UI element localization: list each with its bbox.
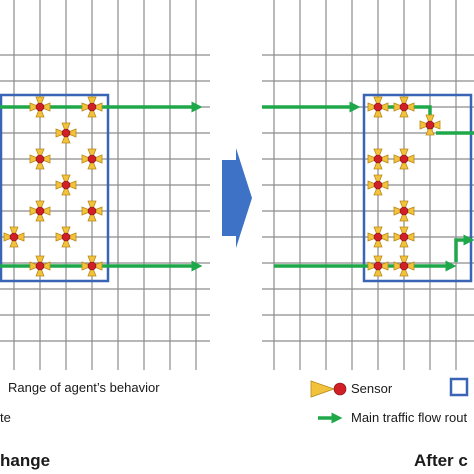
sensor-icon xyxy=(29,148,51,170)
sensor-icon xyxy=(81,200,103,222)
sensor-icon xyxy=(55,226,77,248)
legend-sensor-label: Sensor xyxy=(351,381,393,396)
sensor-icon xyxy=(367,96,389,118)
sensors-left xyxy=(3,96,103,277)
legend-sensor-icon xyxy=(310,380,347,398)
range-box-right xyxy=(362,93,473,283)
before-change-panel xyxy=(0,0,210,370)
sensor-icon xyxy=(367,174,389,196)
caption-before-change: hange xyxy=(0,451,51,470)
sensor-icon xyxy=(81,255,103,277)
sensor-icon xyxy=(29,96,51,118)
sensor-icon xyxy=(81,148,103,170)
sensor-icon xyxy=(81,96,103,118)
sensor-icon xyxy=(367,148,389,170)
sensor-icon xyxy=(393,200,415,222)
road-grid-left xyxy=(0,0,210,370)
sensor-icon xyxy=(393,255,415,277)
sensor-icon xyxy=(393,226,415,248)
sensor-icon xyxy=(393,96,415,118)
sensor-icon xyxy=(29,200,51,222)
caption-after-change: After c xyxy=(414,451,468,470)
after-change-panel xyxy=(262,0,474,370)
transition-arrow-icon xyxy=(222,148,252,248)
legend-range-label: Range of agent’s behavior xyxy=(8,380,160,395)
legend-main-flow-label: Main traffic flow rout xyxy=(351,410,468,425)
sensor-icon xyxy=(367,255,389,277)
legend-route-label: te xyxy=(0,410,11,425)
sensor-icon xyxy=(55,122,77,144)
main-flow-arrow-reroute-bottom xyxy=(454,234,474,262)
sensor-icon xyxy=(3,226,25,248)
sensor-icon xyxy=(367,226,389,248)
flow-arrows-left xyxy=(0,101,203,272)
sensor-icon xyxy=(29,255,51,277)
legend-range-box-icon xyxy=(449,377,469,397)
range-box-left xyxy=(0,93,110,283)
sensor-icon xyxy=(393,148,415,170)
sensor-icon xyxy=(55,174,77,196)
